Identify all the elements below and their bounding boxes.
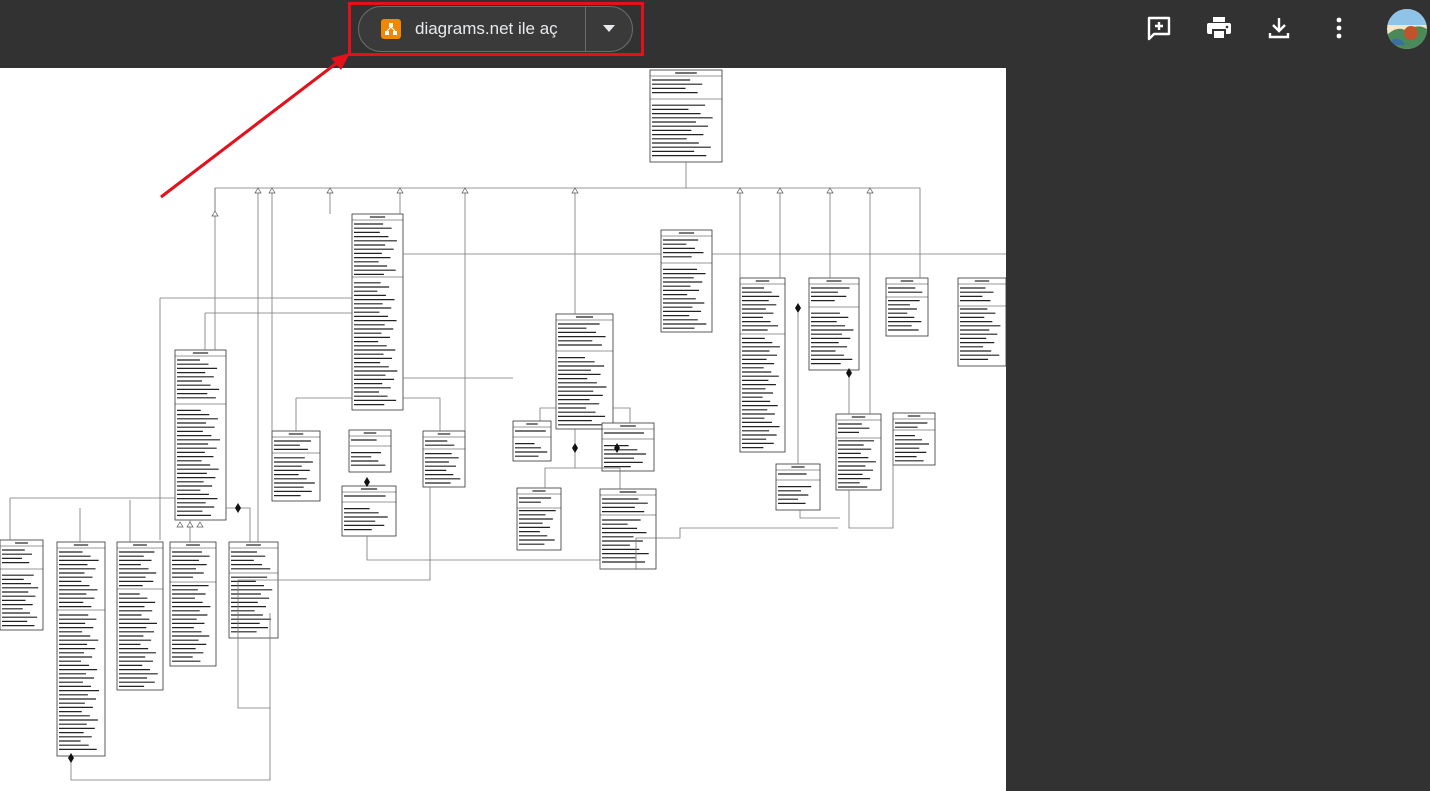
uml-class-box <box>422 430 466 488</box>
pdf-page <box>0 68 1006 791</box>
avatar[interactable] <box>1387 9 1427 49</box>
composition-diamond <box>235 503 241 513</box>
composition-diamond <box>68 753 74 763</box>
inheritance-arrowhead <box>866 187 874 194</box>
uml-class-box <box>892 412 936 466</box>
composition-diamond <box>364 477 370 487</box>
association-line <box>403 397 441 431</box>
uml-class-box <box>957 277 1006 367</box>
inheritance-arrowhead <box>396 187 404 194</box>
inheritance-arrowhead <box>776 187 784 194</box>
print-icon <box>1206 16 1232 45</box>
open-with-button-group: diagrams.net ile aç <box>358 6 633 52</box>
uml-class-box <box>739 277 786 453</box>
composition-diamond <box>572 443 578 453</box>
download-button[interactable] <box>1261 12 1297 48</box>
button-divider <box>585 6 586 52</box>
uml-class-box <box>660 229 713 333</box>
download-icon <box>1267 16 1291 45</box>
uml-class-box <box>512 420 552 462</box>
inheritance-arrowhead <box>186 521 194 528</box>
uml-class-box <box>516 487 562 551</box>
composition-diamond <box>614 443 620 453</box>
drawio-icon <box>381 19 401 39</box>
uml-class-box <box>555 313 614 430</box>
add-comment-button[interactable] <box>1141 12 1177 48</box>
composition-diamond <box>795 303 801 313</box>
more-options-button[interactable] <box>1321 12 1357 48</box>
association-line <box>686 187 921 278</box>
uml-class-box <box>599 488 657 570</box>
composition-diamond <box>846 368 852 378</box>
inheritance-arrowhead <box>571 187 579 194</box>
inheritance-arrowhead <box>196 521 204 528</box>
association-line <box>635 527 838 569</box>
inheritance-arrowhead <box>326 187 334 194</box>
uml-class-box <box>601 422 655 472</box>
uml-class-diagram <box>0 69 1006 781</box>
inheritance-arrowhead <box>176 521 184 528</box>
uml-class-box <box>174 349 227 521</box>
open-with-dropdown-button[interactable] <box>586 7 632 51</box>
print-button[interactable] <box>1201 12 1237 48</box>
inheritance-arrowhead <box>268 187 276 194</box>
association-line <box>799 510 840 519</box>
uml-class-box <box>271 430 321 502</box>
association-line <box>848 438 894 529</box>
viewer-toolbar: diagrams.net ile aç <box>0 0 1430 68</box>
association-line <box>613 407 631 423</box>
uml-class-box <box>169 541 217 667</box>
uml-class-box <box>0 539 44 631</box>
uml-class-box <box>808 277 860 371</box>
inheritance-arrowhead <box>736 187 744 194</box>
more-vert-icon <box>1336 17 1342 44</box>
add-comment-icon <box>1146 15 1172 46</box>
inheritance-arrowhead <box>254 187 262 194</box>
open-with-label: diagrams.net ile aç <box>415 19 558 38</box>
uml-class-box <box>228 541 279 639</box>
uml-class-box <box>348 429 392 473</box>
association-line <box>539 407 556 421</box>
uml-class-box <box>835 413 882 491</box>
association-line <box>366 536 600 561</box>
association-line <box>226 507 251 542</box>
association-line <box>575 467 621 489</box>
uml-class-box <box>56 541 106 757</box>
association-line <box>70 613 271 781</box>
uml-class-box <box>116 541 164 691</box>
uml-class-box <box>775 463 821 511</box>
inheritance-arrowhead <box>461 187 469 194</box>
uml-class-box <box>341 485 397 537</box>
association-line <box>214 162 687 212</box>
inheritance-arrowhead <box>826 187 834 194</box>
association-line <box>237 487 431 709</box>
uml-class-box <box>351 213 404 411</box>
caret-down-icon <box>603 20 615 38</box>
uml-class-box <box>649 69 723 163</box>
uml-class-box <box>885 277 929 337</box>
inheritance-arrowhead <box>211 210 219 217</box>
open-with-drawio-button[interactable]: diagrams.net ile aç <box>359 7 585 51</box>
